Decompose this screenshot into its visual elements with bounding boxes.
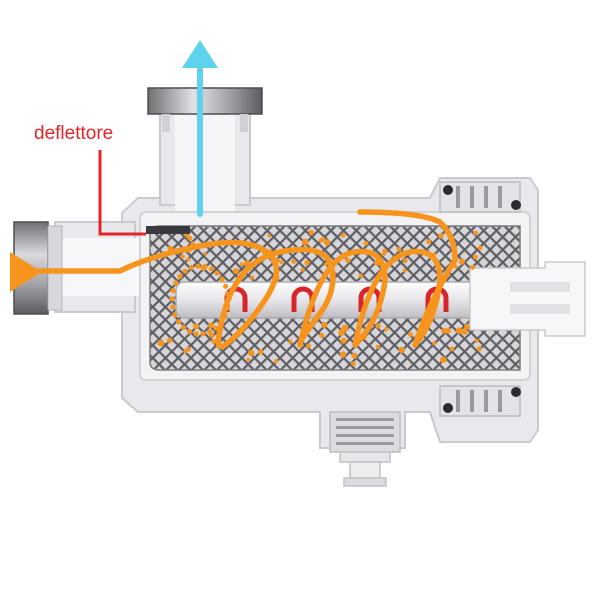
debris-dot	[200, 331, 206, 337]
debris-dot	[177, 273, 183, 279]
debris-dot	[208, 266, 214, 272]
debris-dot	[214, 270, 220, 276]
debris-dot	[340, 351, 347, 358]
debris-dot	[180, 324, 187, 331]
debris-dot	[187, 235, 193, 241]
debris-dot	[172, 312, 178, 318]
debris-dot	[170, 304, 176, 310]
debris-dot	[476, 346, 482, 352]
drain-valve	[329, 411, 401, 487]
debris-dot	[273, 359, 279, 364]
debris-dot	[188, 265, 194, 271]
debris-dot	[232, 268, 240, 275]
debris-dot	[200, 264, 207, 271]
debris-dot	[402, 268, 407, 273]
debris-dot	[440, 356, 447, 364]
debris-dot	[375, 344, 381, 349]
debris-dot	[249, 275, 255, 280]
debris-dot	[458, 258, 465, 265]
debris-dot	[247, 349, 255, 357]
debris-dot	[258, 349, 264, 355]
debris-dot	[454, 265, 458, 269]
debris-dot	[170, 288, 176, 294]
debris-dot	[173, 280, 179, 286]
debris-dot	[288, 339, 293, 344]
debris-dot	[340, 337, 347, 344]
debris-dot	[203, 251, 207, 256]
debris-dot	[182, 268, 188, 274]
end-cap	[439, 181, 521, 417]
debris-dot	[323, 262, 328, 267]
debris-dot	[345, 257, 351, 264]
debris-dot	[300, 267, 305, 272]
debris-dot	[267, 233, 271, 238]
debris-dot	[306, 343, 311, 349]
debris-dot	[213, 325, 219, 331]
debris-dot	[279, 260, 284, 265]
cyan-flow	[182, 40, 363, 217]
debris-dot	[308, 229, 315, 236]
debris-dot	[208, 322, 214, 329]
debris-dot	[301, 238, 309, 246]
debris-dot	[246, 357, 251, 362]
debris-dot	[304, 260, 310, 266]
debris-dot	[438, 233, 444, 239]
debris-dot	[157, 339, 165, 347]
debris-dot	[470, 264, 476, 270]
debris-dot	[461, 328, 468, 335]
debris-dot	[455, 327, 463, 334]
debris-dot	[239, 262, 244, 267]
debris-dot	[384, 327, 389, 332]
debris-dot	[444, 327, 451, 334]
debris-dot	[426, 239, 432, 245]
debris-dot	[477, 245, 483, 251]
triangle-arrow-right-icon	[10, 252, 42, 292]
debris-dot	[363, 241, 369, 246]
debris-dot	[195, 263, 201, 269]
debris-dot	[321, 321, 328, 328]
debris-dot	[193, 323, 199, 330]
debris-dot	[449, 346, 455, 352]
debris-dot	[186, 346, 191, 352]
debris-dot	[169, 296, 175, 302]
debris-dot	[398, 346, 405, 354]
debris-dot	[219, 276, 225, 282]
debris-dot	[396, 247, 402, 252]
debris-dot	[193, 331, 199, 337]
debris-dot	[180, 254, 185, 259]
debris-dot	[351, 352, 358, 359]
deflector-label: deflettore	[34, 123, 113, 144]
debris-dot	[340, 232, 346, 238]
outlet-fitting	[147, 87, 263, 132]
debris-dot	[350, 361, 356, 367]
orange-flow	[37, 209, 458, 350]
debris-dot	[407, 332, 413, 337]
rod-handle	[469, 261, 586, 337]
debris-dot	[381, 252, 386, 257]
debris-dot	[319, 332, 325, 338]
arrow-up-icon	[182, 40, 218, 68]
debris-dot	[472, 254, 478, 260]
debris-dot	[358, 273, 364, 279]
debris-dot	[464, 323, 470, 330]
debris-dot	[338, 329, 345, 336]
debris-dot	[167, 337, 173, 343]
debris-dot	[402, 258, 408, 264]
debris-dot	[323, 239, 331, 246]
debris-dot	[474, 338, 479, 343]
debris-dot	[209, 332, 215, 338]
debris-dot	[186, 328, 193, 335]
debris-dot	[375, 323, 381, 329]
debris-dot	[186, 257, 191, 262]
debris-dot	[432, 341, 437, 346]
deflector	[98, 150, 190, 236]
debris-dot	[318, 238, 324, 243]
debris-dot	[223, 283, 229, 289]
debris-dot	[211, 338, 217, 344]
debris-dot	[473, 230, 478, 236]
debris-dot	[291, 259, 296, 264]
debris-dot	[176, 319, 182, 325]
